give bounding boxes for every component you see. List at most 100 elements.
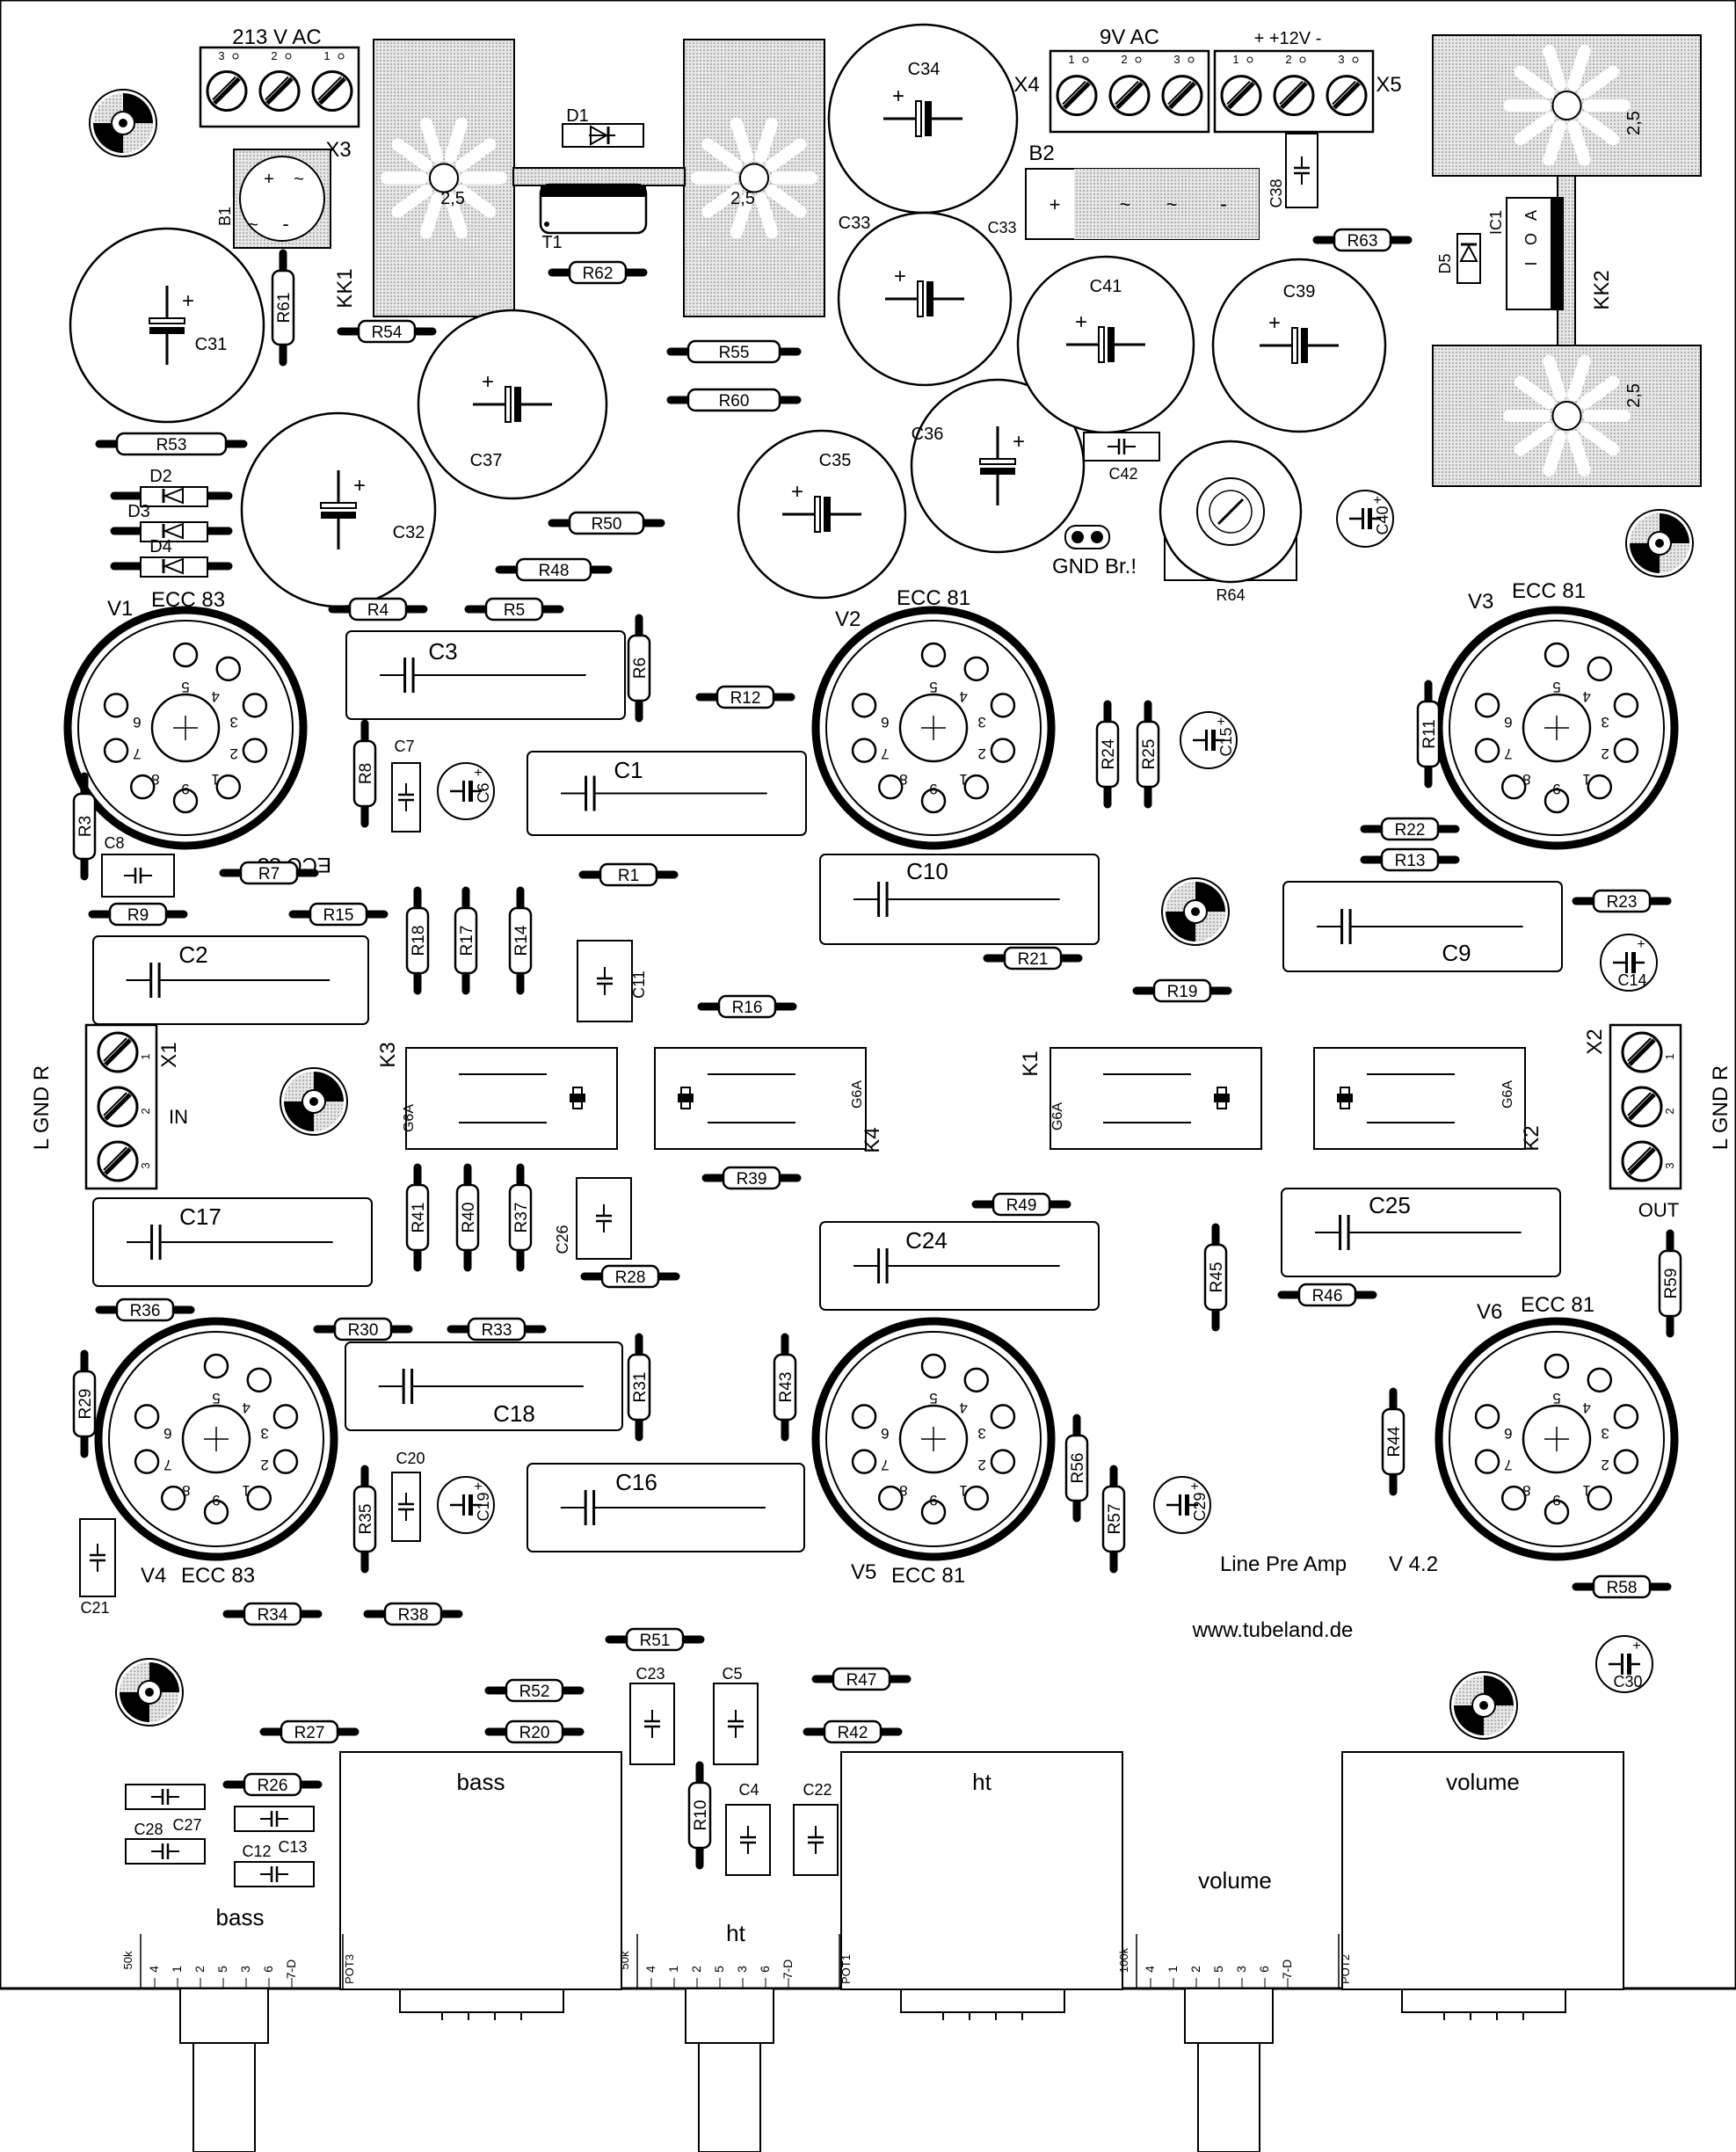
pot-value: 50k bbox=[618, 1951, 631, 1969]
label: B1 bbox=[216, 207, 234, 226]
pot-name: ht bbox=[972, 1769, 991, 1795]
resistor-r63: R63 bbox=[1312, 228, 1413, 252]
capacitor-c37: +C37 bbox=[417, 309, 608, 500]
label: L GND R bbox=[30, 1065, 54, 1150]
label: 3 bbox=[218, 49, 224, 62]
pin-label: 2 bbox=[1601, 1457, 1609, 1473]
label: OUT bbox=[1638, 1199, 1679, 1221]
label: I bbox=[1522, 261, 1540, 265]
resistor-r7: R7 bbox=[219, 861, 319, 885]
resistor-r62: R62 bbox=[548, 260, 648, 285]
resistor-label: R60 bbox=[719, 392, 750, 411]
label: + bbox=[791, 480, 803, 504]
resistor-label: R42 bbox=[838, 1724, 868, 1742]
tube-type: ECC 81 bbox=[1521, 1293, 1594, 1317]
pot-ref: POT3 bbox=[343, 1954, 356, 1984]
capacitor-c40: +C40 bbox=[1336, 490, 1394, 548]
resistor-r50: R50 bbox=[548, 511, 665, 535]
label: - bbox=[282, 213, 288, 235]
capacitor-c7: C7 bbox=[391, 738, 421, 832]
resistor-label: R19 bbox=[1167, 983, 1198, 1001]
board-title: Line Pre Amp bbox=[1220, 1552, 1347, 1576]
resistor-label: R23 bbox=[1607, 893, 1638, 912]
capacitor-c39: +C39 bbox=[1211, 258, 1387, 433]
capacitor-label: C38 bbox=[1267, 178, 1285, 207]
label: 9V AC bbox=[1100, 25, 1159, 49]
capacitor-label: C26 bbox=[554, 1225, 571, 1254]
pin-label: 3 bbox=[977, 1425, 985, 1442]
label: T1 bbox=[541, 233, 562, 252]
capacitor-label: C3 bbox=[428, 638, 457, 665]
label: 1 bbox=[1663, 1053, 1676, 1059]
resistor-r14: R14 bbox=[508, 886, 533, 995]
label: 2,5 bbox=[730, 189, 755, 208]
resistor-r54: R54 bbox=[337, 319, 437, 344]
resistor-label: R62 bbox=[583, 265, 614, 283]
label: 1 bbox=[139, 1053, 152, 1059]
pin-label: 8 bbox=[899, 771, 907, 788]
capacitor-label: C11 bbox=[630, 971, 648, 999]
label: 2 bbox=[139, 1108, 152, 1114]
resistor-label: R37 bbox=[512, 1203, 531, 1233]
heatsink: 2,5 bbox=[373, 39, 515, 317]
resistor-label: R39 bbox=[737, 1170, 767, 1189]
label: R64 bbox=[1216, 586, 1245, 604]
label: ~ bbox=[248, 215, 258, 235]
label: 2,5 bbox=[1624, 383, 1644, 408]
label: 2,5 bbox=[440, 189, 465, 208]
mounting-hole bbox=[89, 89, 157, 157]
mounting-hole bbox=[1449, 1671, 1518, 1740]
capacitor-c15: +C15 bbox=[1180, 711, 1238, 769]
resistor-label: R22 bbox=[1395, 821, 1426, 840]
label: D5 bbox=[1436, 253, 1454, 273]
pin-label: 5 bbox=[181, 679, 189, 695]
mounting-holes bbox=[89, 89, 1694, 1740]
pin-label: 1 bbox=[211, 771, 219, 788]
label: KK1 bbox=[333, 268, 357, 308]
resistor-r55: R55 bbox=[666, 339, 802, 364]
resistor-label: R8 bbox=[357, 763, 375, 784]
label: IC1 bbox=[1487, 210, 1505, 235]
resistor-label: R38 bbox=[398, 1606, 429, 1625]
pin-label: 3 bbox=[260, 1425, 268, 1442]
resistor-label: R30 bbox=[348, 1321, 379, 1340]
capacitor-label: C12 bbox=[242, 1843, 271, 1860]
label: + bbox=[1217, 715, 1224, 730]
resistor-label: R31 bbox=[631, 1372, 650, 1403]
capacitor-label: C7 bbox=[394, 738, 414, 755]
resistor-label: R28 bbox=[615, 1269, 646, 1287]
label: D1 bbox=[566, 106, 589, 126]
capacitor-c18: C18 bbox=[345, 1341, 623, 1431]
pin-label: 6 bbox=[1504, 1425, 1512, 1442]
pin-label: 7 bbox=[133, 745, 141, 762]
tube-ref: V5 bbox=[851, 1560, 876, 1584]
capacitor-label: C35 bbox=[819, 451, 852, 470]
tube-ref: V4 bbox=[141, 1564, 166, 1588]
resistor-r53: R53 bbox=[95, 432, 248, 456]
label: 1 bbox=[1232, 53, 1238, 66]
resistor-r46: R46 bbox=[1277, 1283, 1377, 1307]
pot-pin: 4 bbox=[147, 1966, 161, 1973]
tube-ref: V6 bbox=[1477, 1300, 1502, 1324]
capacitor-label: C20 bbox=[396, 1450, 425, 1467]
pin-label: 6 bbox=[163, 1425, 171, 1442]
label: 2 bbox=[271, 49, 277, 62]
pin-label: 8 bbox=[182, 1482, 190, 1499]
resistor-r59: R59 bbox=[1658, 1229, 1682, 1338]
label: 3 bbox=[139, 1162, 152, 1168]
label: + bbox=[474, 766, 482, 781]
pin-label: 3 bbox=[977, 714, 985, 731]
diode-d1: D1 bbox=[562, 106, 644, 148]
pin-label: 2 bbox=[977, 745, 985, 762]
resistor-r26: R26 bbox=[222, 1772, 323, 1797]
mounting-hole bbox=[1625, 509, 1694, 578]
pot-ref: POT2 bbox=[1339, 1954, 1352, 1984]
capacitor-c38: C38 bbox=[1267, 133, 1318, 208]
relay-ref: K2 bbox=[1520, 1125, 1544, 1151]
